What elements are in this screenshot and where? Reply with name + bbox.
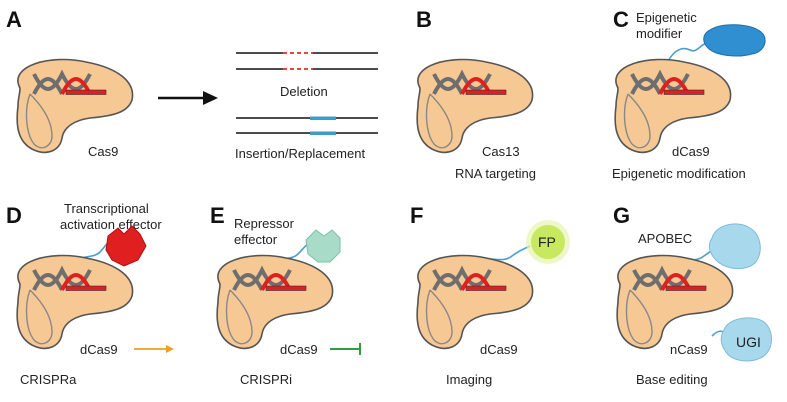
panel-g: G APOBEC nCas9 UGI Base editing — [613, 203, 772, 387]
panel-a: A Cas9 Deletion Insertion/Replacement — [6, 7, 378, 161]
fp-label: FP — [538, 234, 556, 250]
epigenetic-modifier-blob — [703, 24, 766, 57]
enzyme-label-b: Cas13 — [482, 144, 520, 159]
activation-arrow-head — [166, 345, 174, 353]
fp-circle — [531, 225, 565, 259]
dcas9-protein-f — [415, 253, 535, 351]
enzyme-label-g: nCas9 — [670, 342, 708, 357]
deletion-label: Deletion — [280, 84, 328, 99]
caption-f: Imaging — [446, 372, 492, 387]
dcas9-protein-d — [15, 253, 135, 351]
ncas9-protein-g — [615, 253, 735, 351]
panel-label-a: A — [6, 7, 22, 32]
effector-label-d-2: activation effector — [60, 217, 162, 232]
insertion-strands — [236, 116, 378, 135]
caption-g: Base editing — [636, 372, 708, 387]
enzyme-label-c: dCas9 — [672, 144, 710, 159]
dcas9-protein-c — [613, 57, 733, 155]
panel-c: C Epigenetic modifier dCas9 Epigenetic m… — [612, 7, 766, 181]
caption-b: RNA targeting — [455, 166, 536, 181]
enzyme-label-f: dCas9 — [480, 342, 518, 357]
panel-f: F FP dCas9 Imaging — [410, 203, 570, 387]
effector-label-e-2: effector — [234, 232, 278, 247]
apobec-blob — [708, 223, 761, 269]
enzyme-label-e: dCas9 — [280, 342, 318, 357]
cas9-protein — [15, 57, 135, 155]
repressor-blob — [305, 229, 341, 263]
linker-c — [664, 41, 713, 69]
effector-label-e-1: Repressor — [234, 216, 295, 231]
panel-label-d: D — [6, 203, 22, 228]
insertion-label: Insertion/Replacement — [235, 146, 365, 161]
deletion-strands — [236, 52, 378, 70]
panel-b: B Cas13 RNA targeting — [415, 7, 536, 181]
panel-label-e: E — [210, 203, 225, 228]
panel-label-c: C — [613, 7, 629, 32]
effector-label-g-top: APOBEC — [638, 231, 692, 246]
panel-label-f: F — [410, 203, 423, 228]
panel-label-b: B — [416, 7, 432, 32]
ugi-blob — [720, 317, 772, 362]
dcas9-protein-e — [215, 253, 335, 351]
panel-e: E Repressor effector dCas9 CRISPRi — [210, 203, 361, 387]
enzyme-label-d: dCas9 — [80, 342, 118, 357]
effector-label-d-1: Transcriptional — [64, 201, 149, 216]
caption-c: Epigenetic modification — [612, 166, 746, 181]
activator-blob — [105, 225, 147, 267]
panel-d: D Transcriptional activation effector dC… — [6, 201, 174, 387]
caption-d: CRISPRa — [20, 372, 77, 387]
cas13-protein — [415, 57, 535, 155]
panel-label-g: G — [613, 203, 630, 228]
arrow-head — [203, 91, 218, 105]
effector-label-c-1: Epigenetic — [636, 10, 697, 25]
effector-label-c-2: modifier — [636, 26, 683, 41]
enzyme-label-a: Cas9 — [88, 144, 118, 159]
ugi-label: UGI — [736, 334, 761, 350]
caption-e: CRISPRi — [240, 372, 292, 387]
